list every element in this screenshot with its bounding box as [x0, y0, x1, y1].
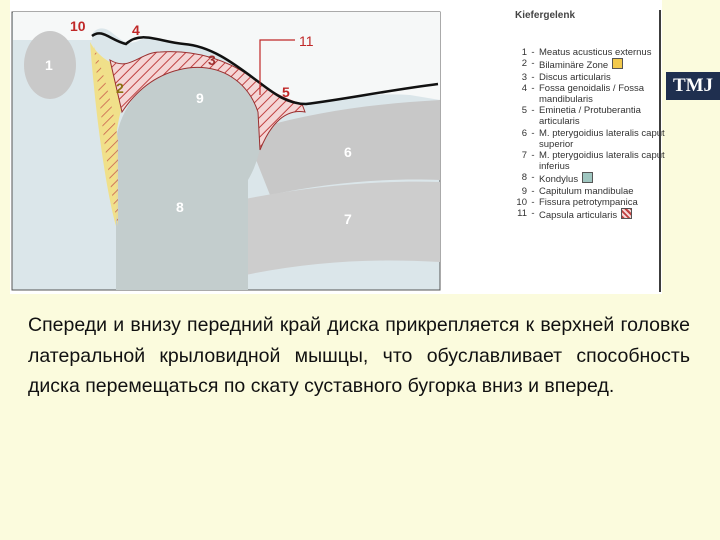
- legend-text: M. pterygoidius lateralis caput inferius: [539, 150, 665, 173]
- label-1: 1: [45, 57, 53, 73]
- legend-item: 1-Meatus acusticus externus: [515, 47, 665, 58]
- label-2: 2: [116, 80, 124, 96]
- legend-num: 2: [521, 58, 527, 70]
- capsule-swatch: [621, 208, 633, 220]
- label-3: 3: [208, 52, 216, 68]
- legend-item: 11-Capsula articularis: [515, 208, 665, 221]
- legend-item: 7-M. pterygoidius lateralis caput inferi…: [515, 150, 665, 172]
- legend-text: Kondylus: [539, 174, 579, 186]
- legend-num: 6: [521, 127, 527, 139]
- legend-text: Bilaminäre Zone: [539, 60, 609, 72]
- label-6: 6: [344, 144, 352, 160]
- legend-text: Discus articularis: [539, 71, 611, 83]
- muscle-6-shape: [245, 100, 440, 195]
- label-5: 5: [282, 84, 290, 100]
- bilaminar-swatch: [612, 58, 624, 70]
- legend-item: 9-Capitulum mandibulae: [515, 186, 665, 197]
- legend-item: 2-Bilaminäre Zone: [515, 58, 665, 71]
- legend-num: 9: [521, 185, 527, 197]
- legend-num: 7: [521, 150, 527, 162]
- disc-shape: [109, 51, 306, 151]
- legend-num: 4: [521, 82, 527, 94]
- legend-item: 6-M. pterygoidius lateralis caput superi…: [515, 128, 665, 150]
- label-7: 7: [344, 211, 352, 227]
- legend-text: Fissura petrotympanica: [539, 196, 638, 208]
- legend-item: 8-Kondylus: [515, 172, 665, 185]
- meatus-shape: [24, 31, 76, 99]
- legend-num: 8: [521, 172, 527, 184]
- legend: Kiefergelenk 1-Meatus acusticus externus…: [515, 10, 665, 221]
- legend-text: Meatus acusticus externus: [539, 47, 652, 59]
- label-11: 11: [299, 33, 314, 49]
- capsule-left-shape: [94, 46, 118, 226]
- legend-text: Capsula articularis: [539, 210, 618, 222]
- muscle-7-shape: [240, 181, 440, 275]
- label-8: 8: [176, 199, 184, 215]
- label-10: 10: [70, 18, 86, 34]
- legend-item: 10-Fissura petrotympanica: [515, 197, 665, 208]
- tmj-badge: TMJ: [666, 72, 720, 100]
- legend-text: Eminetia / Protuberantia articularis: [539, 105, 641, 128]
- fossa-outline: [91, 32, 439, 106]
- legend-text: Fossa genoidalis / Fossa mandibularis: [539, 82, 645, 106]
- figure-panel: 1 2 3 4 5 6 7 8 9 10 11 Kiefergelenk 1-M…: [10, 0, 665, 294]
- leader-11: [259, 39, 295, 95]
- legend-num: 11: [517, 208, 527, 220]
- legend-num: 5: [521, 105, 527, 117]
- legend-item: 3-Discus articularis: [515, 72, 665, 83]
- vertical-divider: [659, 10, 661, 292]
- legend-num: 3: [521, 71, 527, 83]
- label-4: 4: [132, 22, 140, 38]
- legend-item: 5-Eminetia / Protuberantia articularis: [515, 105, 665, 127]
- legend-num: 10: [516, 196, 527, 208]
- legend-num: 1: [521, 47, 527, 59]
- label-9: 9: [196, 90, 204, 106]
- kondylus-swatch: [582, 172, 594, 184]
- legend-title: Kiefergelenk: [515, 10, 576, 21]
- temporal-bone: [13, 12, 440, 104]
- legend-text: M. pterygoidius lateralis caput superior: [539, 127, 665, 150]
- condyle-shape: [116, 63, 263, 291]
- body-paragraph: Спереди и внизу передний край диска прик…: [28, 314, 690, 397]
- tmj-diagram: 1 2 3 4 5 6 7 8 9 10 11: [11, 11, 441, 291]
- legend-item: 4-Fossa genoidalis / Fossa mandibularis: [515, 83, 665, 105]
- legend-text: Capitulum mandibulae: [539, 185, 634, 197]
